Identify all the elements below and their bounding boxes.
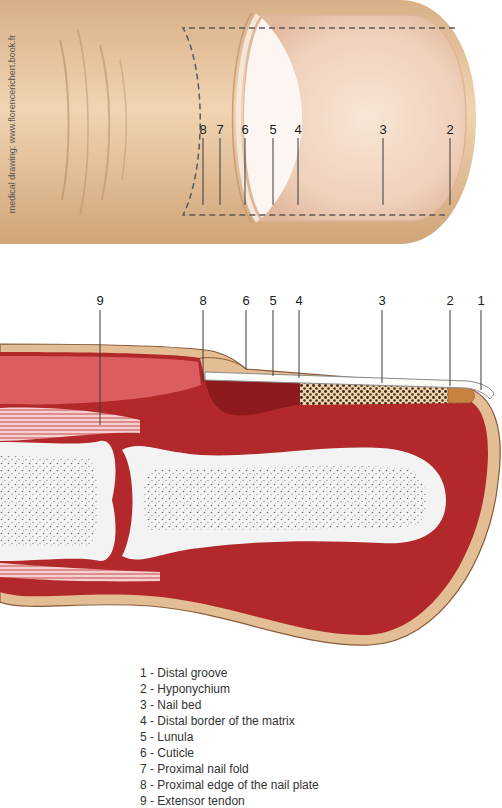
bone-marrow [143,466,427,530]
callout-number: 4 [295,294,302,307]
soft-tissue [0,352,488,635]
callout-number: 5 [269,123,276,136]
leader-line [298,138,299,205]
cut-outline [183,28,455,215]
legend-entry: 4 - Distal border of the matrix [140,715,295,727]
proximal-nail-fold [200,358,248,370]
legend-entry: 8 - Proximal edge of the nail plate [140,779,319,791]
legend-entry: 1 - Distal groove [140,667,227,679]
callout-number: 1 [477,294,484,307]
leader-line [220,138,221,205]
callout-number: 4 [294,123,301,136]
watermark: medical drawing: www.florencerichert.boo… [8,35,17,214]
extensor-tendon [0,408,140,442]
leader-line [450,138,451,205]
callout-number: 7 [216,123,223,136]
skin-wrinkle [120,60,126,180]
nail-matrix [205,380,300,415]
callout-number: 2 [446,294,453,307]
callout-number: 8 [199,294,206,307]
callout-number: 3 [378,294,385,307]
legend-entry: 2 - Hyponychium [140,683,230,695]
cuticle [239,15,259,221]
leader-line [299,310,300,378]
leader-line [382,310,383,383]
flexor-tendon [0,563,160,582]
skin-wrinkle [100,45,109,200]
callout-number: 6 [241,123,248,136]
finger-top-view [0,0,476,244]
legend-entry: 3 - Nail bed [140,699,201,711]
finger-cross-section [0,344,500,645]
leader-line [383,138,384,205]
nail-plate [244,15,466,221]
skin-layer [0,344,500,645]
finger-skin [0,0,476,244]
leader-line [273,138,274,205]
callout-number: 6 [242,294,249,307]
callout-number: 5 [269,294,276,307]
leader-lines [203,138,450,205]
skin-wrinkle [78,30,88,215]
leader-line [245,138,246,205]
leader-line [273,310,274,376]
leader-line [450,310,451,386]
proximal-nail-fold [233,13,253,223]
distal-phalanx [122,446,446,559]
nail-plate-section [205,372,494,399]
leader-line [100,310,101,425]
bone-marrow [0,456,98,546]
skin-wrinkle [60,40,69,200]
legend-entry: 7 - Proximal nail fold [140,763,249,775]
callout-number: 2 [446,123,453,136]
callout-number: 8 [199,123,206,136]
callout-number: 3 [379,123,386,136]
leader-line [203,138,204,205]
middle-phalanx [0,441,116,561]
lunula [244,18,302,218]
legend-entry: 6 - Cuticle [140,747,194,759]
callout-number: 9 [96,294,103,307]
leader-line [246,310,247,369]
legend-entry: 9 - Extensor tendon [140,795,245,807]
leader-lines [100,310,481,425]
legend-entry: 5 - Lunula [140,731,193,743]
leader-line [481,310,482,390]
leader-line [203,310,204,382]
